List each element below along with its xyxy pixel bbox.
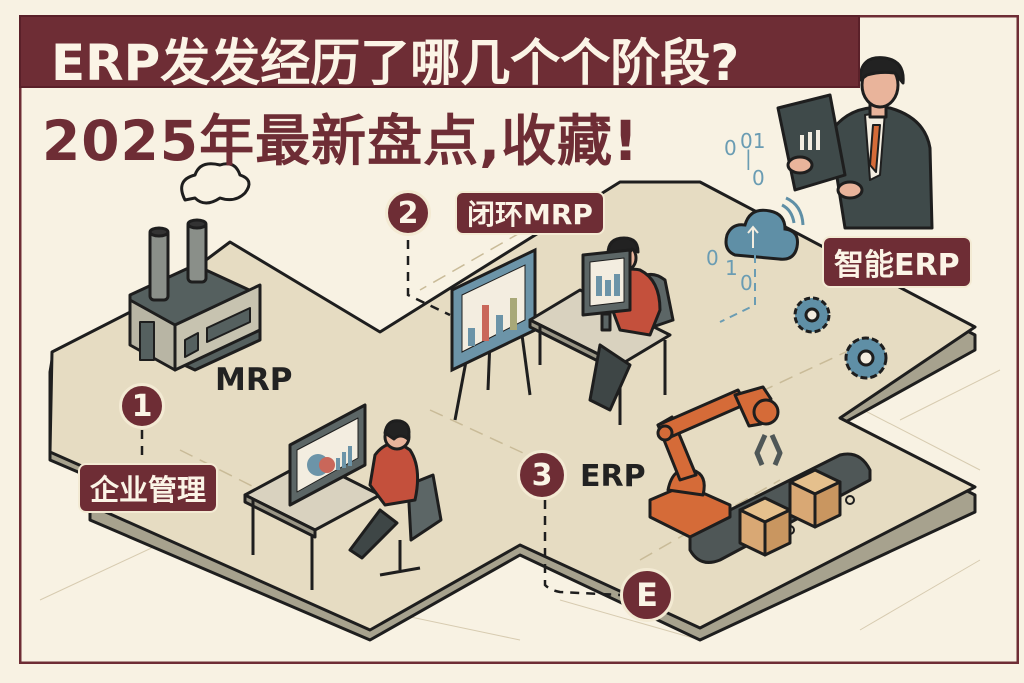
intelligent-erp-tag: 智能ERP xyxy=(822,236,972,288)
stage-3-number: 3 xyxy=(531,457,553,493)
stage-3-label: ERP xyxy=(580,459,646,494)
businessman-icon xyxy=(776,56,934,230)
svg-text:01: 01 xyxy=(740,129,765,153)
stage-3-badge: 3 xyxy=(517,450,567,500)
dashed-connector-cloud xyxy=(719,255,756,323)
gear-icon xyxy=(793,296,888,380)
factory-icon xyxy=(128,162,262,372)
binary-digits: 0 01 | 0 0 1 0 xyxy=(706,129,765,295)
dashed-connectors xyxy=(140,240,621,597)
svg-text:0: 0 xyxy=(724,136,737,160)
svg-text:1: 1 xyxy=(725,256,738,280)
endpoint-e-badge: E xyxy=(620,568,674,622)
svg-text:0: 0 xyxy=(752,166,765,190)
svg-text:|: | xyxy=(745,146,752,170)
stage-2-number: 2 xyxy=(397,195,419,231)
robot-arm-conveyor xyxy=(648,385,872,564)
title-bar: ERP发发经历了哪几个个阶段? xyxy=(19,15,860,92)
page-subtitle: 2025年最新盘点,收藏! xyxy=(42,109,640,173)
stage-2-badge: 2 xyxy=(385,190,431,236)
stage-1-tag: 企业管理 xyxy=(78,463,219,513)
desk-worker-stage2 xyxy=(528,236,675,425)
page-title: ERP发发经历了哪几个个阶段? xyxy=(51,34,740,92)
cloud-icon xyxy=(724,208,799,261)
svg-text:0: 0 xyxy=(706,246,719,270)
stage-1-label: MRP xyxy=(215,362,293,398)
svg-text:0: 0 xyxy=(740,271,753,295)
stage-2-tag: 闭环MRP xyxy=(455,191,605,235)
desk-worker-stage1 xyxy=(243,403,443,590)
stage-1-badge: 1 xyxy=(119,383,165,429)
stage-1-number: 1 xyxy=(131,388,153,424)
wifi-signal-icon xyxy=(781,196,805,226)
endpoint-e-letter: E xyxy=(636,576,658,614)
